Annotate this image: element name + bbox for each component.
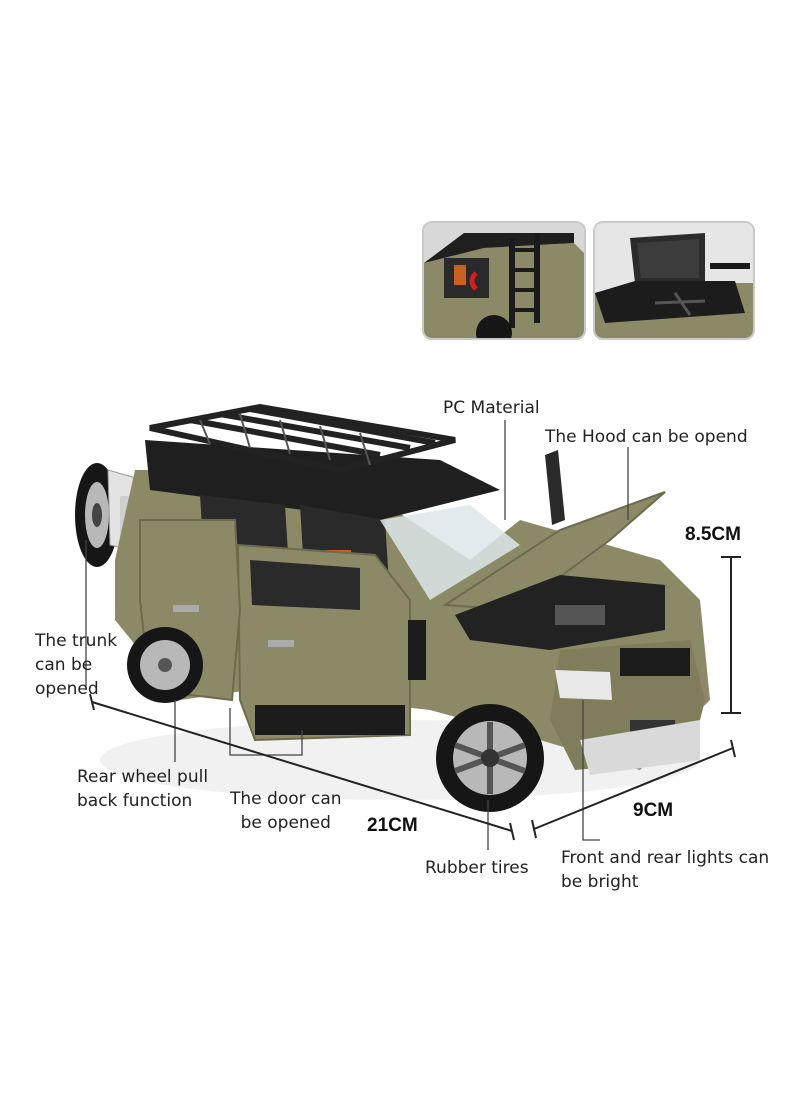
ladder-detail-thumbnail — [422, 221, 586, 340]
trunk-detail-thumbnail — [593, 221, 755, 340]
width-dimension: 9CM — [633, 800, 674, 821]
length-dimension: 21CM — [367, 815, 418, 836]
front-grille — [620, 648, 690, 676]
ladder-detail-illustration — [424, 223, 584, 338]
headlight — [555, 670, 612, 700]
dimension-lines — [89, 556, 741, 841]
door-label: The door can be opened — [230, 789, 342, 833]
hood-label: The Hood can be opend — [545, 427, 748, 447]
height-dimension: 8.5CM — [685, 524, 741, 545]
rear-wheel-label: Rear wheel pull back function — [77, 767, 209, 811]
trunk-label: The trunk can be opened — [35, 631, 118, 699]
lights-label: Front and rear lights can be bright — [561, 848, 770, 892]
rubber-tires-label: Rubber tires — [425, 858, 529, 878]
trunk-detail-illustration — [595, 223, 753, 338]
leader-lines — [85, 420, 629, 850]
pc-material-label: PC Material — [443, 398, 540, 418]
